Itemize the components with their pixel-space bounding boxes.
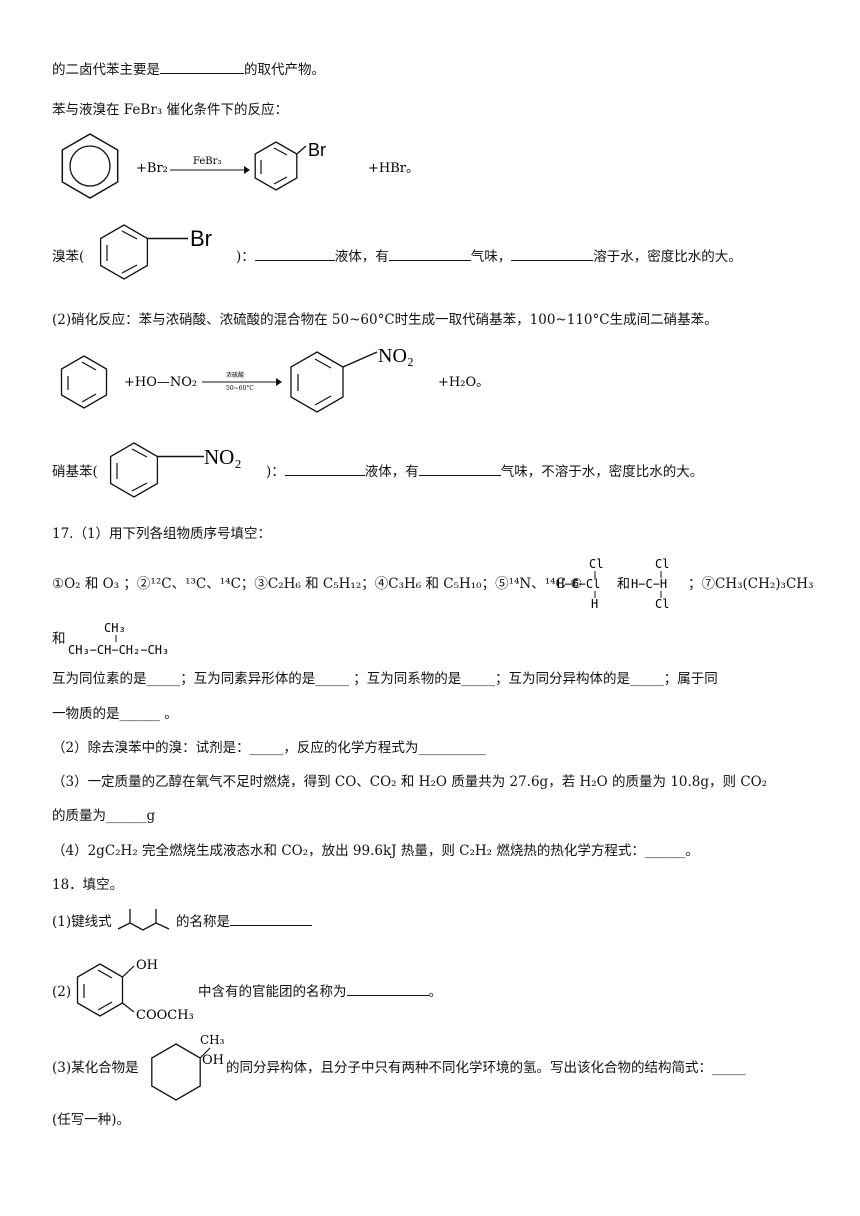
text: 的名称是 <box>176 914 230 930</box>
condition-bottom: 50~60°C <box>226 385 254 392</box>
text-line: 苯与液溴在 FeBr₃ 催化条件下的反应： <box>52 102 288 118</box>
text-line: 一物质的是______ 。 <box>52 706 178 722</box>
nitrobenzene-structure: NO₂ <box>109 442 242 498</box>
arrow-head-icon <box>276 378 282 386</box>
atom-label: H−C−H <box>631 577 667 591</box>
text: 液体，有 <box>364 464 419 480</box>
text: )： <box>236 249 255 265</box>
text: 溶于水，密度比水的大。 <box>593 249 742 265</box>
answer-blank[interactable] <box>254 248 335 261</box>
atom-label: CH₃ <box>200 1033 225 1047</box>
text-line: 的名称是 <box>176 913 312 931</box>
atom-label: OH <box>136 958 158 973</box>
text-line: 的二卤代苯主要是 的取代产物。 <box>52 61 325 79</box>
text-line: ①O₂ 和 O₃ ；②¹²C、¹³C、¹⁴C；③C₂H₆ 和 C₅H₁₂；④C₃… <box>52 575 582 593</box>
text: 的二卤代苯主要是 <box>52 62 160 78</box>
nitration-reaction: +HO—NO₂ 浓硫酸 50~60°C NO₂ +H₂O。 <box>60 345 489 413</box>
question-17-title: 17.（1）用下列各组物质序号填空： <box>52 526 272 542</box>
reagent-label: +HO—NO₂ <box>124 375 197 390</box>
methylcyclohexanol-structure: CH₃ OH <box>151 1033 225 1101</box>
bromination-reaction: +Br₂ FeBr₃ Br +HBr。 <box>61 133 419 199</box>
text-line: )： 液体，有 气味，不溶于水，密度比水的大。 <box>266 463 703 481</box>
nitrobenzene-ring <box>290 351 378 413</box>
answer-blank[interactable] <box>284 463 365 476</box>
product-tail: +HBr。 <box>368 161 419 176</box>
methyl-salicylate-structure: OH COOCH₃ <box>76 958 194 1023</box>
text-line: 和 <box>52 631 66 647</box>
arrow-head-icon <box>244 166 250 174</box>
text-line: (1)键线式 <box>52 913 112 931</box>
atom-label: H−C−Cl <box>557 577 600 591</box>
text-line: )： 液体，有 气味， 溶于水，密度比水的大。 <box>236 248 742 266</box>
text-line: (任写一种)。 <box>52 1112 131 1128</box>
text: (1)键线式 <box>52 914 112 930</box>
catalyst-label: FeBr₃ <box>193 156 221 167</box>
text-line: ；⑦CH₃(CH₂)₃CH₃ <box>688 576 814 592</box>
text: 中含有的官能团的名称为 <box>198 984 347 1000</box>
answer-blank[interactable] <box>230 913 312 926</box>
dichloromethane-structures: Cl H−C−Cl H 和 Cl H−C−H Cl <box>557 557 669 611</box>
question-18-title: 18．填空。 <box>52 877 124 893</box>
text: ①O₂ 和 O₃ ；②¹²C、¹³C、¹⁴C；③C₂H₆ 和 C₅H₁₂；④C₃… <box>52 576 583 592</box>
atom-label: H <box>591 597 598 611</box>
answer-blank[interactable] <box>418 463 501 476</box>
benzene-ring <box>61 133 119 199</box>
atom-label: Cl <box>589 557 603 571</box>
text-line: (3)某化合物是 <box>52 1060 139 1076</box>
answer-blank[interactable] <box>160 61 244 74</box>
bromobenzene-structure: Br <box>99 224 212 280</box>
text-line: (2) <box>52 984 72 1000</box>
answer-blank[interactable] <box>388 248 471 261</box>
substituent-label: Br <box>308 140 326 160</box>
text-line: (2)硝化反应：苯与浓硝酸、浓硫酸的混合物在 50~60°C时生成一取代硝基苯，… <box>52 312 718 328</box>
skeletal-formula <box>117 909 170 931</box>
text: 。 <box>428 984 443 1000</box>
text-line: 的同分异构体，且分子中只有两种不同化学环境的氢。写出该化合物的结构简式：____… <box>226 1060 746 1076</box>
reagent-label: +Br₂ <box>136 161 168 176</box>
atom-label: OH <box>202 1053 224 1068</box>
condition-top: 浓硫酸 <box>226 371 244 379</box>
text: 的取代产物。 <box>244 62 325 78</box>
text-line: （3）一定质量的乙醇在氧气不足时燃烧，得到 CO、CO₂ 和 H₂O 质量共为 … <box>52 774 768 790</box>
answer-blank[interactable] <box>511 248 594 261</box>
text: )： <box>266 464 285 480</box>
atom-label: Cl <box>655 597 669 611</box>
atom-label: COOCH₃ <box>136 1008 194 1023</box>
text: 硝基苯( <box>52 464 98 480</box>
product-tail: +H₂O。 <box>438 375 489 390</box>
substituent-label: NO₂ <box>204 445 242 469</box>
text: 和 <box>617 577 630 592</box>
substituent-label: NO₂ <box>378 345 414 367</box>
text-line: 中含有的官能团的名称为 。 <box>198 983 442 1001</box>
text-line: （2）除去溴苯中的溴：试剂是：_____，反应的化学方程式为__________ <box>52 740 486 756</box>
substituent-label: Br <box>190 226 212 251</box>
bromobenzene-ring <box>254 141 307 191</box>
text: 溴苯( <box>52 249 85 265</box>
isopentane-structure: CH₃ CH₃−CH−CH₂−CH₃ <box>68 621 169 657</box>
text-line: 互为同位素的是_____；互为同素异形体的是_____ ；互为同系物的是____… <box>52 671 718 687</box>
text-line: 硝基苯( <box>52 463 98 481</box>
text-line: 的质量为______g <box>52 808 156 824</box>
answer-blank[interactable] <box>346 983 429 996</box>
atom-label: Cl <box>655 557 669 571</box>
text-line: （4）2gC₂H₂ 完全燃烧生成液态水和 CO₂，放出 99.6kJ 热量，则 … <box>52 843 699 859</box>
atom-label: CH₃ <box>104 621 126 635</box>
text: 液体，有 <box>334 249 389 265</box>
text-line: 溴苯( <box>52 248 84 266</box>
benzene-ring <box>60 355 108 409</box>
text: 气味， <box>470 249 512 265</box>
text: 气味，不溶于水，密度比水的大。 <box>500 464 704 480</box>
atom-label: CH₃−CH−CH₂−CH₃ <box>68 643 169 657</box>
